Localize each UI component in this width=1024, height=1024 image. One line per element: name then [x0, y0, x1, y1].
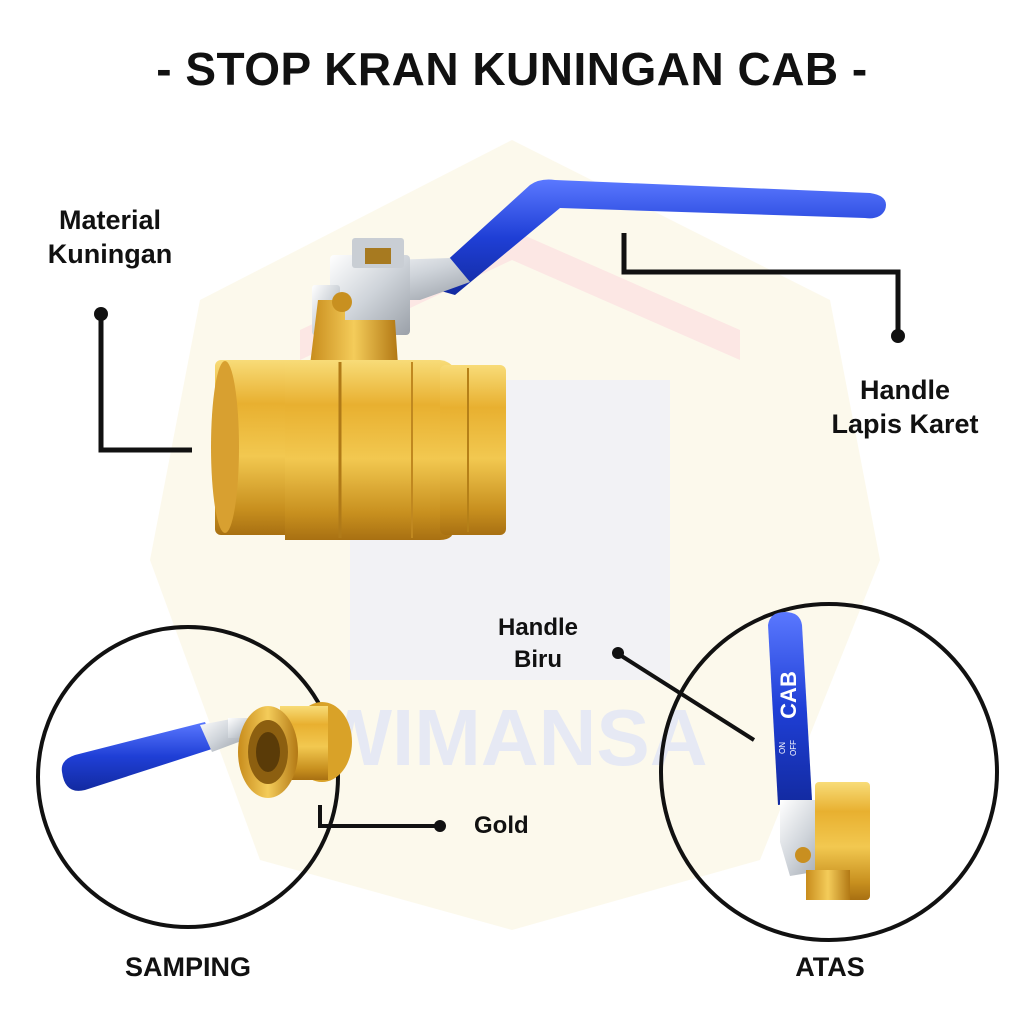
main-ball-valve: [211, 179, 886, 540]
label-material-line1: Material: [58, 205, 162, 235]
side-view-valve: [61, 702, 352, 798]
caption-atas: ATAS: [795, 952, 865, 982]
handle-off-text: OFF: [789, 740, 798, 756]
label-gold: Gold: [474, 812, 529, 839]
label-material-line2: Kuningan: [47, 239, 173, 269]
leader-material: [98, 314, 192, 453]
label-handle-coated-line1: Handle: [859, 375, 951, 405]
samping-circle: [36, 625, 340, 929]
label-handle-blue-line1: Handle: [497, 614, 578, 641]
handle-blue-grip: [420, 179, 886, 295]
caption-samping: SAMPING: [124, 952, 251, 982]
handle-on-text: ON: [778, 742, 787, 754]
label-handle-biru: Handle Biru: [478, 612, 598, 676]
atas-circle: [659, 602, 999, 942]
top-view-valve: CAB ON OFF: [768, 612, 870, 900]
handle-brand-text: CAB: [776, 671, 801, 719]
page-title: - STOP KRAN KUNINGAN CAB -: [156, 43, 868, 95]
leader-handle-blue: [618, 653, 756, 742]
label-handle-lapis-karet: Handle Lapis Karet: [810, 373, 1000, 441]
leader-handle-coated: [621, 233, 901, 334]
label-handle-coated-line2: Lapis Karet: [831, 409, 979, 439]
label-material-kuningan: Material Kuningan: [30, 203, 190, 271]
watermark-text: WIMANSA: [316, 693, 707, 782]
leader-gold: [318, 805, 438, 828]
label-handle-blue-line2: Biru: [514, 646, 562, 673]
